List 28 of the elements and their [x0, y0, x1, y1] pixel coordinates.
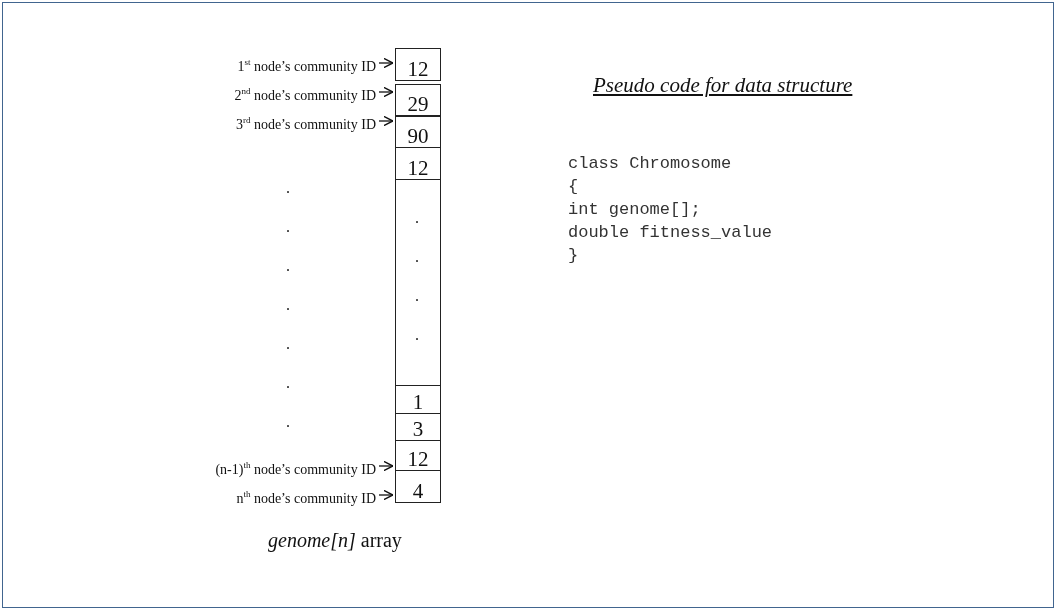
array-cell: 12: [395, 147, 441, 180]
arrow: [378, 86, 394, 98]
ellipsis-dot: .: [286, 375, 290, 391]
caption: genome[n] array: [268, 529, 402, 552]
ellipsis-dot: .: [286, 180, 290, 196]
array-cell: 29: [395, 84, 441, 116]
ellipsis-dot: .: [286, 219, 290, 235]
code-line: }: [568, 247, 579, 265]
arrow: [378, 460, 394, 472]
arrow: [378, 57, 394, 69]
array-cell: 90: [395, 116, 441, 148]
ellipsis-dot: .: [286, 336, 290, 352]
array-cell: 1: [395, 385, 441, 414]
arrow: [378, 489, 394, 501]
array-cell: 12: [395, 440, 441, 471]
code-line: {: [568, 178, 579, 196]
array-cell: 3: [395, 413, 441, 441]
code-line: double fitness_value: [568, 224, 773, 242]
code-line: class Chromosome: [568, 155, 732, 173]
ellipsis-dot: .: [286, 297, 290, 313]
array-cell: 12: [395, 48, 441, 81]
array-cell: 4: [395, 470, 441, 503]
code-line: int genome[];: [568, 201, 701, 219]
ellipsis-dot: .: [286, 414, 290, 430]
ellipsis-dot: .: [286, 258, 290, 274]
arrow: [378, 115, 394, 127]
heading: Pseudo code for data structure: [593, 73, 853, 98]
array-cell: . . . .: [395, 179, 441, 386]
